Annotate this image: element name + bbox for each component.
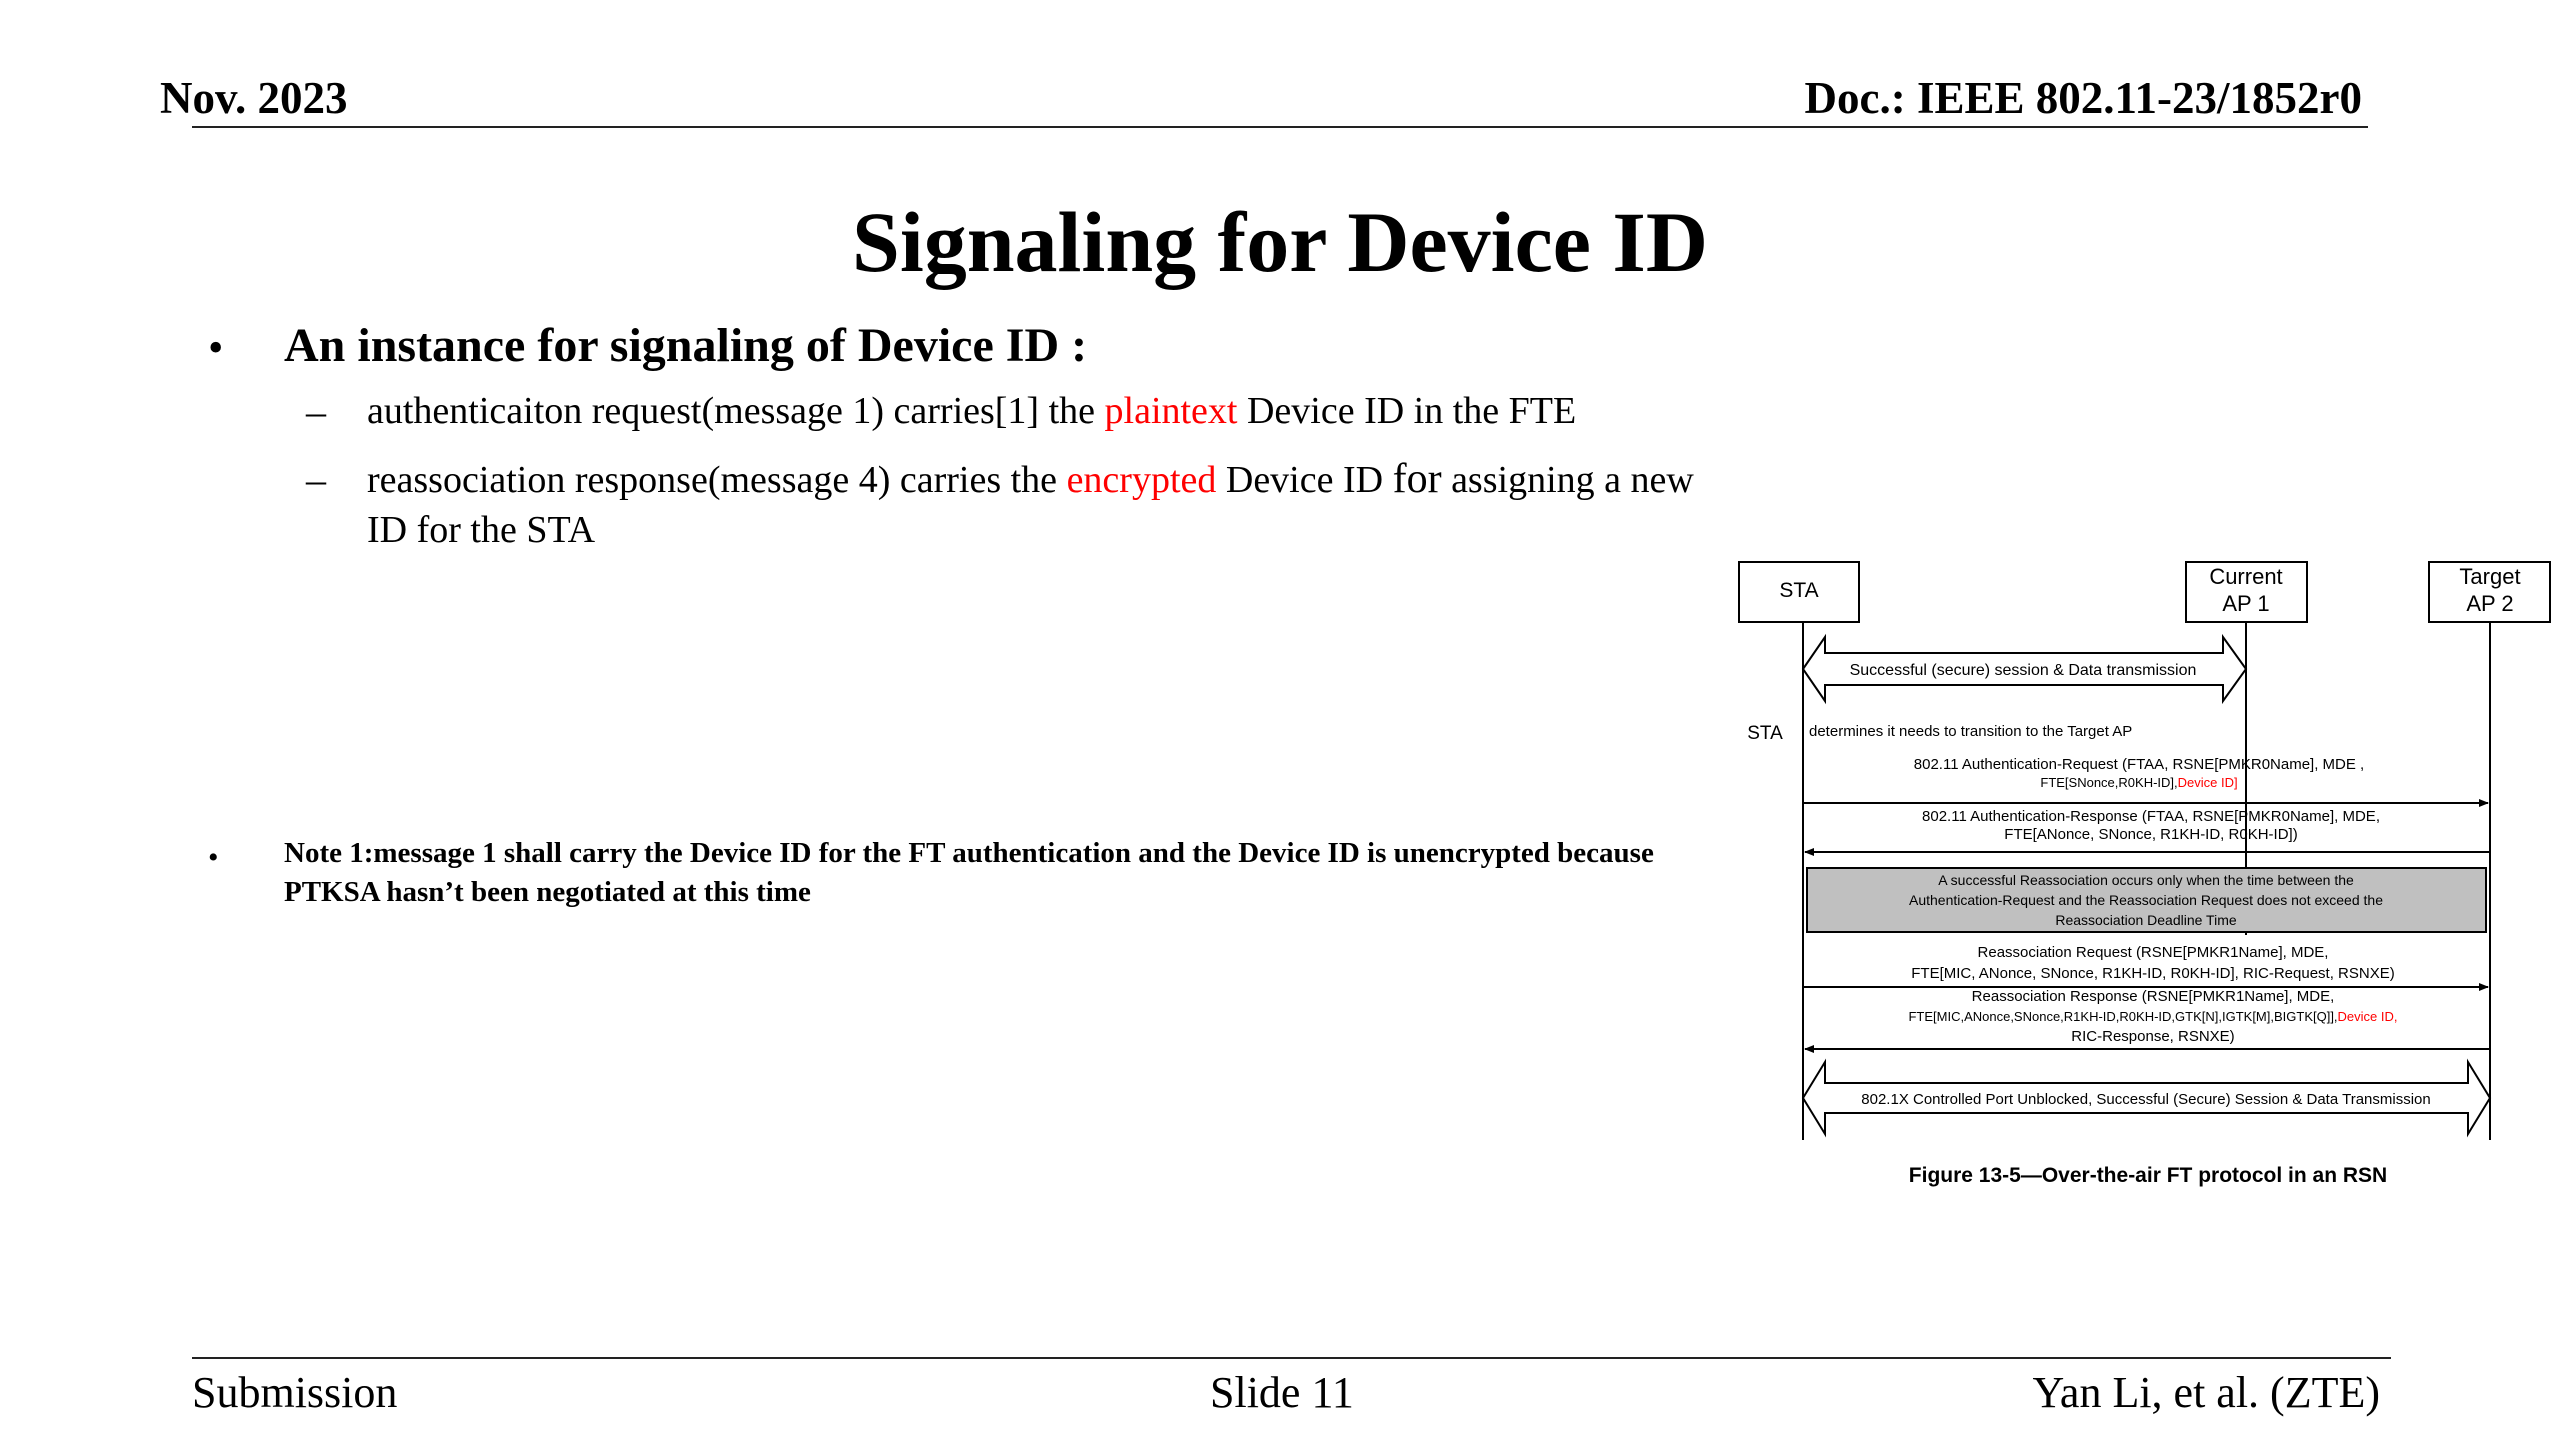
unblocked-label: 802.1X Controlled Port Unblocked, Succes… (1861, 1091, 2430, 1108)
device-id-highlight-2: Device ID, (2338, 1009, 2398, 1024)
session-double-arrow (1801, 633, 2248, 705)
note-text: Note 1:message 1 shall carry the Device … (284, 837, 1654, 908)
bullet-marker: • (208, 323, 224, 372)
figure-caption: Figure 13-5—Over-the-air FT protocol in … (1909, 1164, 2387, 1187)
sub-bullet-dash: – (306, 389, 326, 434)
header-date: Nov. 2023 (160, 73, 348, 123)
current-ap-label-line1: Current (2209, 564, 2282, 589)
sub-bullet-reassoc-response: reassociation response(message 4) carrie… (367, 454, 1707, 555)
sta-label: STA (1779, 579, 1818, 602)
reassoc-response-fte: FTE[MIC,ANonce,SNonce,R1KH-ID,R0KH-ID,GT… (1908, 1009, 2337, 1024)
header-divider (192, 126, 2368, 128)
sub1-text-a: authenticaiton request(message 1) carrie… (367, 390, 1105, 432)
reassoc-request-label: Reassociation Request (RSNE[PMKR1Name], … (1978, 944, 2329, 961)
deadline-line3: Reassociation Deadline Time (2055, 912, 2237, 928)
auth-response-label-line2: FTE[ANonce, SNonce, R1KH-ID, R0KH-ID]) (2004, 826, 2297, 843)
sub2-text-a: reassociation response(message 4) carrie… (367, 459, 1067, 501)
reassoc-response-label: Reassociation Response (RSNE[PMKR1Name],… (1972, 988, 2335, 1005)
header-doc-number: Doc.: IEEE 802.11-23/1852r0 (1804, 73, 2363, 123)
reassoc-response-label-line3: RIC-Response, RSNXE) (2071, 1028, 2234, 1045)
unblocked-double-arrow (1801, 1058, 2492, 1138)
sub2-text-d: assigning a new ID for the STA (367, 459, 1694, 551)
deadline-box (1806, 867, 2487, 933)
sub-bullet-dash: – (306, 457, 326, 502)
sta-box (1738, 561, 1860, 623)
auth-request-label: 802.11 Authentication-Request (FTAA, RSN… (1914, 756, 2364, 773)
ft-protocol-figure: STA Current AP 1 Target AP 2 Successful … (1735, 555, 2560, 1205)
footer-submission: Submission (192, 1368, 398, 1417)
auth-request-fte: FTE[SNonce,R0KH-ID], (2040, 775, 2177, 790)
reassoc-request-label-line2: FTE[MIC, ANonce, SNonce, R1KH-ID, R0KH-I… (1911, 965, 2394, 982)
sub2-text-c: for (1392, 456, 1442, 502)
note-bullet-marker: • (208, 841, 219, 874)
slide-title: Signaling for Device ID (851, 194, 1708, 290)
sub-bullet-auth-request: authenticaiton request(message 1) carrie… (367, 386, 1707, 436)
determines-label: determines it needs to transition to the… (1809, 723, 2132, 740)
encrypted-highlight: encrypted (1066, 459, 1217, 501)
session-label: Successful (secure) session & Data trans… (1850, 662, 2197, 679)
bullet-main: An instance for signaling of Device ID : (284, 319, 1088, 372)
deadline-line1: A successful Reassociation occurs only w… (1938, 872, 2354, 888)
deadline-line2: Authentication-Request and the Reassocia… (1909, 892, 2383, 908)
footer-slide-number: Slide 11 (1210, 1368, 1354, 1417)
footer-divider (192, 1357, 2391, 1359)
sub2-text-b: Device ID (1216, 459, 1393, 501)
sub1-text-b: Device ID in the FTE (1237, 390, 1577, 432)
current-ap-label-line2: AP 1 (2222, 591, 2269, 616)
auth-request-label-line2: FTE[SNonce,R0KH-ID],Device ID] (2040, 775, 2237, 790)
auth-response-label: 802.11 Authentication-Response (FTAA, RS… (1922, 808, 2380, 825)
target-ap-label-line2: AP 2 (2466, 591, 2513, 616)
reassoc-response-label-line2: FTE[MIC,ANonce,SNonce,R1KH-ID,R0KH-ID,GT… (1908, 1009, 2397, 1024)
sta-side-label: STA (1747, 723, 1783, 744)
plaintext-highlight: plaintext (1104, 390, 1238, 432)
footer-author: Yan Li, et al. (ZTE) (2032, 1368, 2380, 1417)
device-id-highlight: Device ID] (2178, 775, 2238, 790)
target-ap-label-line1: Target (2459, 564, 2520, 589)
